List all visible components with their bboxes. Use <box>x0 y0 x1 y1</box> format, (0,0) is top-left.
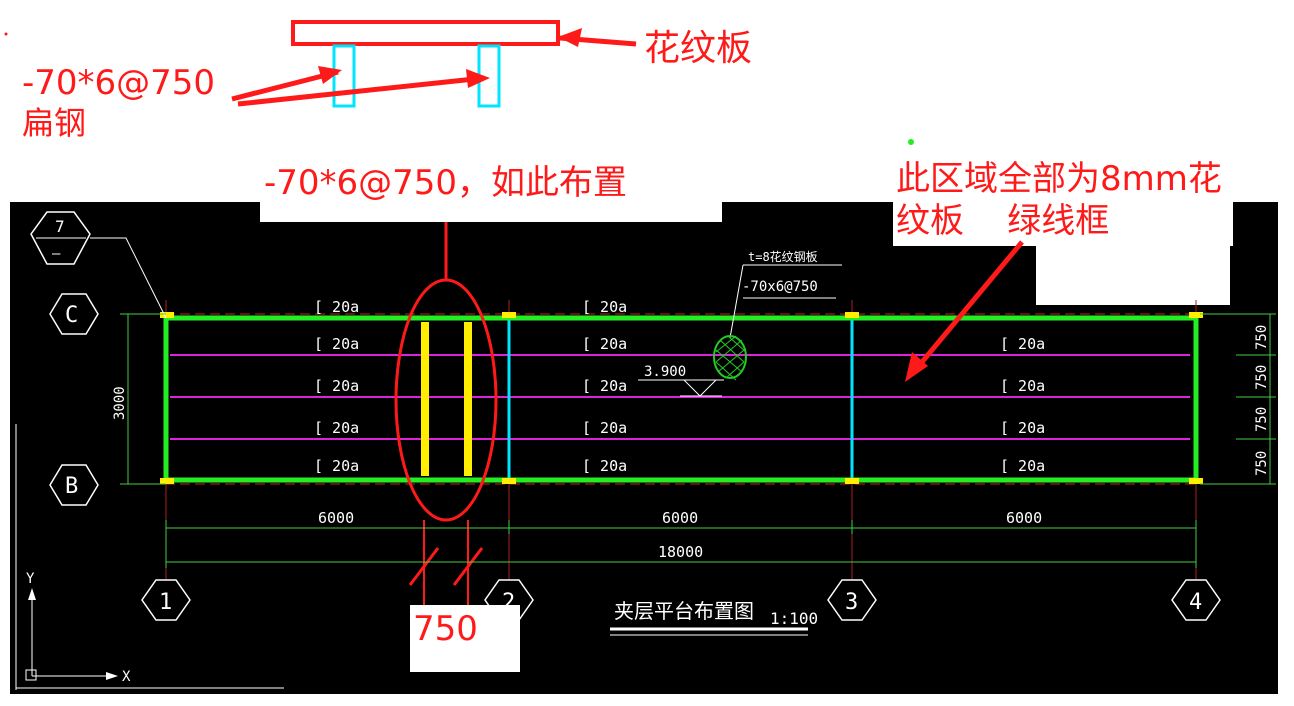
beam-label: [ 20a <box>314 377 359 395</box>
region-arrow-head <box>905 352 928 382</box>
region-note-line2: 纹板 绿线框 <box>896 201 1109 241</box>
total-dim-value: 18000 <box>658 543 703 561</box>
spacing-tick-2 <box>452 547 484 586</box>
beam-label: [ 20a <box>1000 335 1045 353</box>
beam-label: [ 20a <box>314 457 359 475</box>
row-label-b: B <box>65 474 78 499</box>
span-dim-value: 6000 <box>1006 509 1042 527</box>
elevation-value: 3.900 <box>644 364 686 380</box>
flat-bar-spec: -70*6@750 <box>22 63 215 103</box>
plate-arrow-head <box>558 28 582 47</box>
right-dim-value: 750 <box>1254 407 1270 432</box>
beam-labels: [ 20a [ 20a [ 20a [ 20a [ 20a [ 20a [ 20… <box>314 298 1045 475</box>
elevation-mark: 3.900 <box>638 364 724 397</box>
detail-tag-number: 7 <box>55 217 65 236</box>
col-bubble-4: 4 <box>1171 579 1221 621</box>
note-cutout-right <box>893 150 1233 246</box>
beam-label: [ 20a <box>1000 377 1045 395</box>
plate-label: 花纹板 <box>644 28 752 69</box>
spacing-callout: 750 <box>413 609 478 649</box>
right-dimensions: 750 750 750 750 <box>1200 313 1276 485</box>
beam-label: [ 20a <box>1000 457 1045 475</box>
beam-label: [ 20a <box>582 298 627 316</box>
flat-bar-name: 扁钢 <box>22 104 86 142</box>
right-dim-value: 750 <box>1254 365 1270 390</box>
row-bubble-c: C <box>49 293 99 335</box>
beam-label: [ 20a <box>582 419 627 437</box>
flat-bar-arrow-2 <box>237 75 485 107</box>
beam-label: [ 20a <box>582 457 627 475</box>
plate-leader-line2: -70x6@750 <box>742 279 818 295</box>
row-label-c: C <box>65 303 78 328</box>
drawing-scale: 1:100 <box>770 609 818 628</box>
col-label-3: 3 <box>845 590 858 615</box>
drawing-title: 夹层平台布置图 <box>614 599 754 623</box>
col-bubble-3: 3 <box>827 579 877 621</box>
flat-bar-highlight-1 <box>421 322 429 476</box>
col-label-1: 1 <box>159 590 172 615</box>
left-dim-value: 3000 <box>112 386 128 420</box>
plate-section-sketch <box>4 20 637 108</box>
ucs-icon: Y X <box>15 424 284 690</box>
col-label-4: 4 <box>1189 590 1202 615</box>
flat-bar-section-1 <box>332 44 356 108</box>
col-label-2: 2 <box>502 590 515 615</box>
beam-label: [ 20a <box>314 419 359 437</box>
span-dimensions: 6000 6000 6000 18000 <box>165 509 1197 568</box>
platform-frame <box>163 315 1199 483</box>
plate-leader: t=8花纹钢板 -70x6@750 <box>713 249 842 381</box>
region-arrow <box>910 240 1024 376</box>
col-bubble-1: 1 <box>141 579 191 621</box>
beam-label: [ 20a <box>314 298 359 316</box>
span-dim-value: 6000 <box>662 509 698 527</box>
dot-mark <box>4 32 8 36</box>
plate-leader-line1: t=8花纹钢板 <box>748 249 818 264</box>
flat-bar-highlight-2 <box>464 322 472 476</box>
ucs-y-label: Y <box>26 571 35 587</box>
beam-label: [ 20a <box>582 335 627 353</box>
column-markers <box>160 312 1203 484</box>
note-cutout-top <box>260 150 722 222</box>
beam-label: [ 20a <box>314 335 359 353</box>
right-dim-value: 750 <box>1254 325 1270 350</box>
detail-tag: 7 — <box>30 211 167 319</box>
plate-section <box>291 20 560 46</box>
flat-bar-arrow-head-1 <box>318 66 342 84</box>
plan-grid <box>120 222 1240 605</box>
left-dimension: 3000 <box>112 313 166 485</box>
hatch-symbol <box>713 335 747 379</box>
detail-tag-sub: — <box>52 246 61 262</box>
ucs-x-label: X <box>122 669 131 685</box>
beam-label: [ 20a <box>1000 419 1045 437</box>
arrangement-note: -70*6@750，如此布置 <box>264 163 627 203</box>
spacing-cutout <box>410 605 520 672</box>
beam-label: [ 20a <box>582 377 627 395</box>
green-dot <box>908 139 914 145</box>
spacing-tick-1 <box>408 547 440 586</box>
right-dim-value: 750 <box>1254 451 1270 476</box>
note-cutout-right2 <box>1036 244 1230 305</box>
span-dim-value: 6000 <box>318 509 354 527</box>
row-bubble-b: B <box>49 464 99 506</box>
flat-bar-arrow-head-2 <box>466 69 490 88</box>
col-bubble-2: 2 <box>484 579 534 621</box>
region-note-line1: 此区域全部为8mm花 <box>896 159 1222 199</box>
flat-bar-arrow-1 <box>231 69 339 102</box>
